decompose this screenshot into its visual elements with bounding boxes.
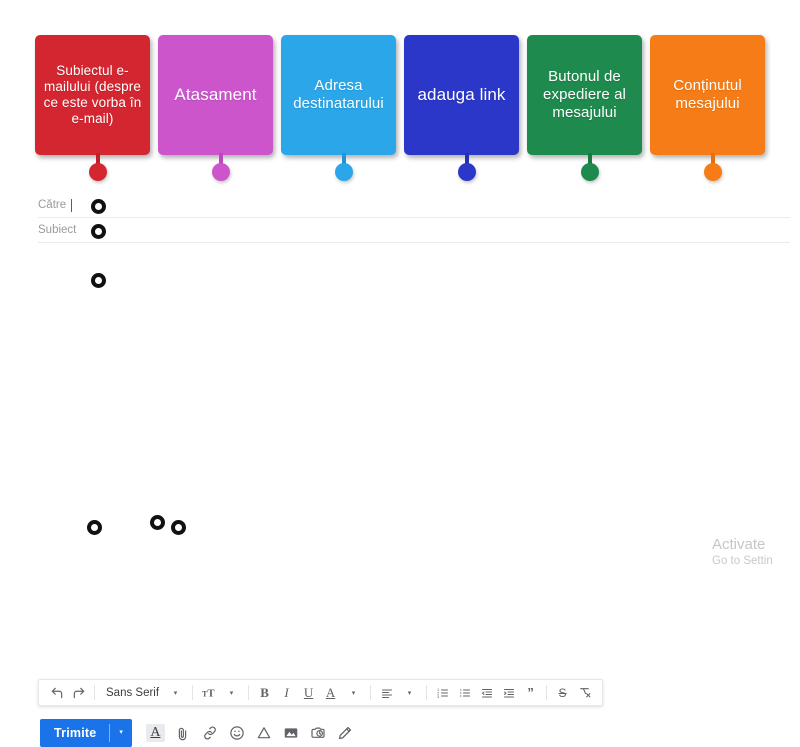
windows-activation-watermark: Activate Go to Settin: [712, 535, 800, 569]
attach-file-icon[interactable]: [174, 724, 192, 742]
chevron-down-icon[interactable]: ▾: [119, 729, 123, 736]
card-body[interactable]: Atasament: [158, 35, 273, 155]
label-card-send-button[interactable]: Butonul de expediere al mesajului: [527, 35, 642, 181]
drop-target-send-button[interactable]: [87, 520, 102, 535]
label-card-recipient-address[interactable]: Adresa destinatarului: [281, 35, 396, 181]
svg-text:T: T: [207, 687, 215, 699]
underline-button[interactable]: U: [303, 684, 314, 700]
card-pin-knob: [212, 163, 230, 181]
card-label: Butonul de expediere al mesajului: [543, 68, 626, 121]
drop-target-subject-field[interactable]: [91, 224, 106, 239]
card-body[interactable]: Butonul de expediere al mesajului: [527, 35, 642, 155]
toolbar-divider: [248, 685, 250, 700]
chevron-down-icon[interactable]: ▾: [351, 689, 356, 697]
text-cursor: [71, 198, 73, 212]
chevron-down-icon[interactable]: ▾: [229, 689, 234, 697]
drop-target-message-body[interactable]: [91, 273, 106, 288]
insert-link-icon[interactable]: [201, 724, 219, 742]
send-button[interactable]: Trimite ▾: [40, 719, 132, 747]
numbered-list-icon[interactable]: 1 2 3: [432, 683, 453, 703]
card-label: Subiectul e-mailului (despre ce este vor…: [43, 63, 142, 126]
label-card-message-content[interactable]: Conținutul mesajului: [650, 35, 765, 181]
label-cards-row: Subiectul e-mailului (despre ce este vor…: [35, 35, 767, 181]
card-body[interactable]: Subiectul e-mailului (despre ce este vor…: [35, 35, 150, 155]
send-row: Trimite ▾ A: [40, 719, 354, 747]
to-field-row[interactable]: Către: [38, 193, 790, 218]
watermark-subtitle: Go to Settin: [712, 555, 773, 567]
card-body[interactable]: Adresa destinatarului: [281, 35, 396, 155]
card-body[interactable]: adauga link: [404, 35, 519, 155]
align-icon[interactable]: [376, 683, 397, 703]
compose-actions: A: [145, 724, 354, 742]
italic-button[interactable]: I: [284, 684, 289, 700]
subject-field-label: Subiect: [38, 224, 77, 236]
label-card-subject[interactable]: Subiectul e-mailului (despre ce este vor…: [35, 35, 150, 181]
card-pin-stem: [96, 153, 100, 169]
toolbar-divider: [94, 685, 95, 700]
increase-indent-icon[interactable]: [498, 683, 519, 703]
bulleted-list-icon[interactable]: [454, 683, 475, 703]
redo-icon[interactable]: [68, 683, 89, 703]
insert-signature-icon[interactable]: [336, 724, 354, 742]
card-label: Atasament: [174, 84, 257, 104]
toolbar-divider: [546, 685, 548, 700]
card-pin-stem: [465, 153, 469, 169]
card-pin-stem: [219, 153, 223, 169]
remove-formatting-icon[interactable]: [574, 683, 595, 703]
chevron-down-icon[interactable]: ▾: [407, 689, 412, 697]
decrease-indent-icon[interactable]: [476, 683, 497, 703]
block-quote-icon[interactable]: ”: [527, 685, 534, 700]
drop-target-attach-file[interactable]: [150, 515, 165, 530]
card-pin-knob: [581, 163, 599, 181]
card-pin-knob: [335, 163, 353, 181]
text-color-icon[interactable]: A: [325, 684, 336, 700]
card-pin-knob: [458, 163, 476, 181]
card-pin-knob: [89, 163, 107, 181]
bold-button[interactable]: B: [260, 684, 269, 700]
exercise-canvas: Subiectul e-mailului (despre ce este vor…: [0, 35, 800, 747]
send-button-label: Trimite: [54, 726, 97, 740]
label-card-attachment[interactable]: Atasament: [158, 35, 273, 181]
card-pin-stem: [711, 153, 715, 169]
undo-icon[interactable]: [46, 683, 67, 703]
font-family-select[interactable]: Sans Serif: [106, 686, 160, 699]
insert-drive-icon[interactable]: [255, 724, 273, 742]
formatting-toolbar[interactable]: Sans Serif ▾ T T ▾ B I U A ▾: [38, 679, 604, 706]
subject-field-row[interactable]: Subiect: [38, 218, 790, 243]
strikethrough-button[interactable]: S: [558, 685, 567, 700]
svg-text:3: 3: [437, 694, 440, 699]
formatting-options-icon[interactable]: A: [145, 724, 165, 742]
chevron-down-icon[interactable]: ▾: [173, 689, 178, 697]
drop-target-insert-link[interactable]: [171, 520, 186, 535]
text-size-icon[interactable]: T T: [198, 683, 219, 703]
card-label: adauga link: [417, 84, 506, 104]
card-pin-knob: [704, 163, 722, 181]
watermark-title: Activate: [712, 536, 766, 553]
confidential-mode-icon[interactable]: [309, 724, 327, 742]
compose-window: Către Subiect Sans Serif ▾: [0, 190, 800, 747]
insert-photo-icon[interactable]: [282, 724, 300, 742]
card-pin-stem: [588, 153, 592, 169]
toolbar-divider: [426, 685, 428, 700]
drop-target-to-field[interactable]: [91, 199, 106, 214]
insert-emoji-icon[interactable]: [228, 724, 246, 742]
to-field-label: Către: [38, 199, 67, 211]
card-pin-stem: [342, 153, 346, 169]
toolbar-divider: [370, 685, 372, 700]
label-card-add-link[interactable]: adauga link: [404, 35, 519, 181]
card-label: Adresa destinatarului: [293, 77, 384, 112]
card-label: Conținutul mesajului: [673, 77, 742, 112]
toolbar-divider: [192, 685, 194, 700]
card-body[interactable]: Conținutul mesajului: [650, 35, 765, 155]
